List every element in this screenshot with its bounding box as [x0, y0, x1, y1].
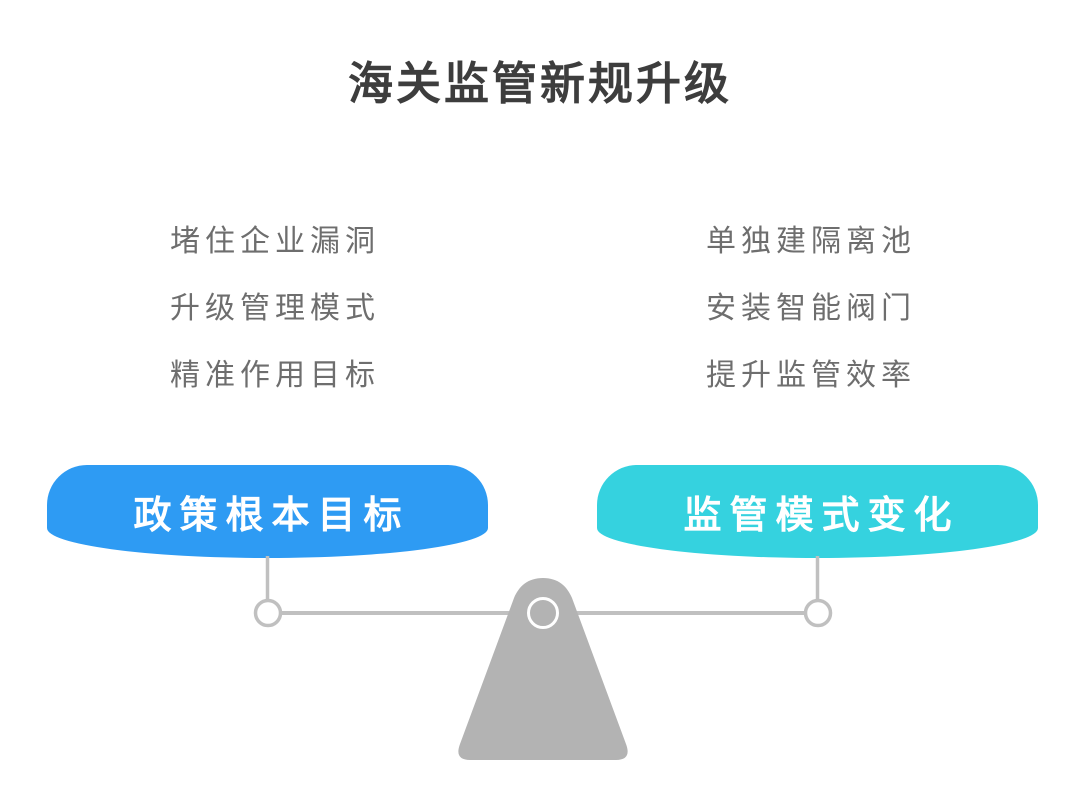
- center-pivot-circle: [527, 597, 559, 629]
- list-item: 精准作用目标: [170, 359, 380, 392]
- right-category-pill: 监管模式变化: [597, 465, 1038, 558]
- right-point-list: 单独建隔离池 安装智能阀门 提升监管效率: [706, 227, 916, 391]
- left-category-pill: 政策根本目标: [47, 465, 488, 558]
- left-category-label: 政策根本目标: [133, 495, 410, 537]
- right-category-label: 监管模式变化: [683, 495, 960, 537]
- page-title: 海关监管新规升级: [347, 58, 732, 109]
- left-point-list: 堵住企业漏洞 升级管理模式 精准作用目标: [170, 227, 380, 391]
- list-item: 提升监管效率: [706, 359, 916, 392]
- fulcrum-triangle-icon: [458, 578, 628, 760]
- left-pivot-circle: [253, 598, 283, 628]
- list-item: 安装智能阀门: [706, 292, 916, 325]
- right-pivot-circle: [803, 598, 833, 628]
- list-item: 升级管理模式: [170, 292, 380, 325]
- list-item: 堵住企业漏洞: [170, 225, 380, 258]
- list-item: 单独建隔离池: [706, 225, 916, 258]
